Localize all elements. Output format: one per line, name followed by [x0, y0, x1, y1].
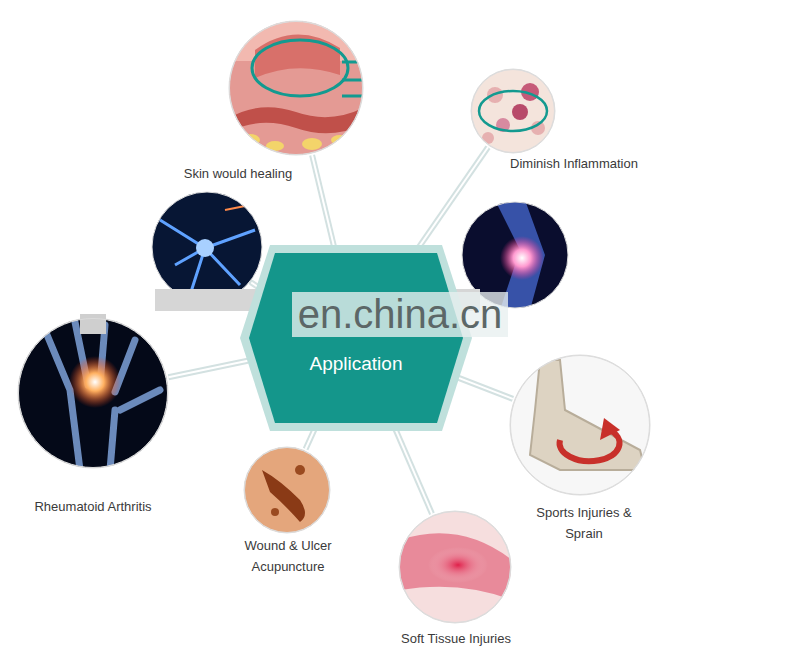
- application-circle: Wound & Ulcer Acupuncture: [244, 447, 330, 533]
- circle-label: Skin would healing: [184, 164, 292, 185]
- circle-frame: [510, 355, 650, 495]
- hexagon-fill: [249, 253, 463, 423]
- hexagon-node: Application: [240, 245, 472, 431]
- circle-label: Soft Tissue Injuries: [401, 629, 511, 650]
- skin-illustration: [229, 21, 363, 155]
- connector-line: [392, 422, 432, 514]
- circle-frame: [399, 511, 511, 623]
- connector-outer: [457, 377, 513, 399]
- connector-inner: [410, 147, 488, 260]
- hand-illustration: [16, 316, 170, 470]
- connector-line: [457, 377, 513, 399]
- foot-illustration: [508, 353, 652, 497]
- circle-frame: [229, 21, 363, 155]
- application-circle: Diminish Inflammation: [471, 69, 555, 153]
- circle-label: Diminish Inflammation: [510, 154, 638, 175]
- hexagon-shape: [240, 245, 472, 431]
- hexagon-title: Application: [240, 353, 472, 375]
- soft-tissue-illustration: [397, 509, 513, 625]
- hexagon-border: [240, 245, 472, 431]
- circle-label: Sports Injuries & Sprain: [529, 503, 639, 545]
- circle-label: Wound & Ulcer Acupuncture: [233, 536, 343, 578]
- application-circle: Rheumatoid Arthritis: [18, 318, 168, 468]
- application-circle: Sports Injuries & Sprain: [510, 355, 650, 495]
- connector-outer: [410, 147, 488, 260]
- connector-inner: [312, 155, 335, 251]
- connector-inner: [457, 377, 513, 399]
- circle-frame: [152, 192, 262, 302]
- circle-frame: [18, 318, 168, 468]
- nerve-illustration: [150, 190, 265, 305]
- application-circle: Soft Tissue Injuries: [399, 511, 511, 623]
- watermark: en.china.cn: [292, 292, 509, 337]
- connector-line: [312, 155, 335, 251]
- circle-frame: [471, 69, 555, 153]
- inflammation-illustration: [470, 68, 556, 154]
- connector-inner: [392, 422, 432, 514]
- connector-outer: [392, 422, 432, 514]
- application-circle: Skin would healing: [229, 21, 363, 155]
- connector-outer: [168, 361, 247, 378]
- connector-inner: [168, 361, 247, 378]
- blur-band: [80, 314, 106, 334]
- connector-line: [168, 361, 247, 378]
- circle-label: Rheumatoid Arthritis: [34, 497, 151, 518]
- circle-frame: [244, 447, 330, 533]
- connector-outer: [312, 155, 335, 251]
- wound-illustration: [242, 445, 332, 535]
- connector-line: [410, 147, 488, 260]
